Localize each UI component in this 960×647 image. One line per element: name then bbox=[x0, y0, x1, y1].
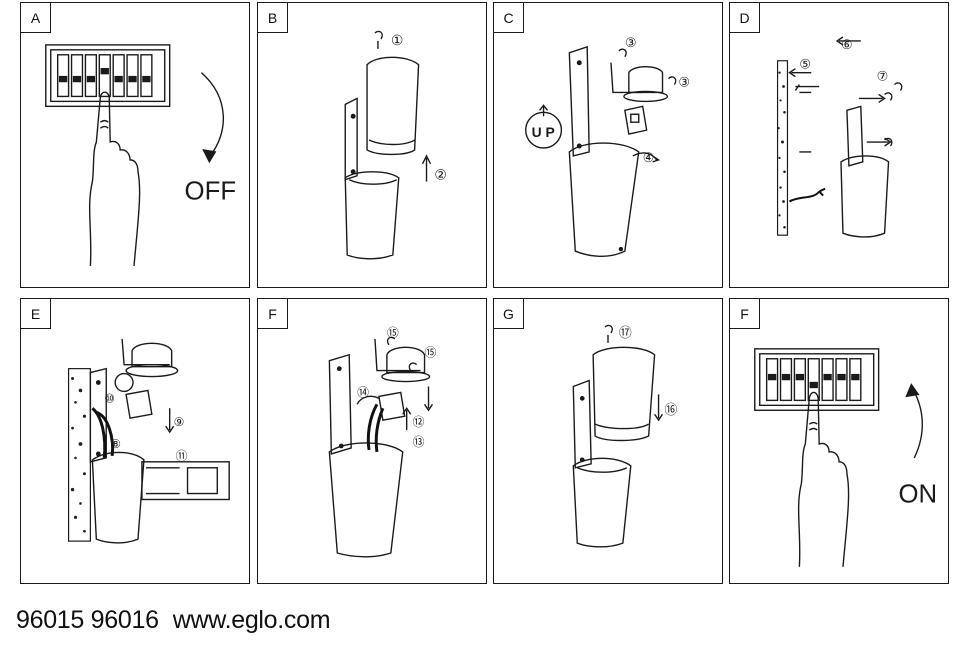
step-3b: ③ bbox=[678, 75, 690, 90]
website-link[interactable]: www.eglo.com bbox=[172, 606, 331, 634]
off-caption: OFF bbox=[185, 178, 237, 206]
led-module bbox=[131, 342, 173, 368]
bracket bbox=[344, 97, 358, 181]
rotate-arrow-icon bbox=[911, 388, 923, 459]
screw-icon bbox=[667, 76, 677, 85]
hand-icon bbox=[797, 391, 850, 567]
breaker-off-illustration: OFF bbox=[45, 44, 237, 267]
step-10: ⑩ bbox=[104, 391, 115, 405]
wire bbox=[366, 403, 385, 453]
panel-label: C bbox=[494, 3, 524, 33]
step-3a: ③ bbox=[625, 35, 637, 50]
wall bbox=[776, 60, 789, 236]
terminal-detail bbox=[141, 461, 230, 501]
rotate-arrow-icon bbox=[200, 72, 225, 158]
panel-g: G ⑰ ⑯ bbox=[493, 298, 723, 584]
lamp-body bbox=[568, 142, 640, 257]
panel-f-power-on: F ON bbox=[729, 298, 949, 584]
panel-label: F bbox=[730, 299, 760, 329]
step-5: ⑤ bbox=[799, 57, 811, 72]
step-12: ⑫ bbox=[413, 415, 425, 429]
step-6: ⑥ bbox=[841, 37, 853, 52]
assemble-module-illustration: ⑫ ⑬ ⑭ ⑮ ⑮ bbox=[328, 326, 437, 558]
panel-label: G bbox=[494, 299, 524, 329]
cover-top bbox=[366, 56, 420, 156]
bracket bbox=[568, 45, 590, 157]
mount-bracket-illustration: ⑥ ⑤ ⑦ bbox=[776, 36, 903, 238]
junction-box bbox=[378, 391, 406, 421]
panel-c: C U P ③ ③ ④ bbox=[493, 2, 723, 288]
hand-icon bbox=[88, 91, 141, 267]
breaker-switches bbox=[765, 358, 862, 402]
lamp-body bbox=[840, 155, 890, 238]
step-9: ⑨ bbox=[174, 415, 185, 429]
panel-label: A bbox=[21, 3, 51, 33]
step-11: ⑪ bbox=[176, 449, 188, 463]
model-numbers: 96015 96016 bbox=[16, 606, 159, 634]
breaker-on-illustration: ON bbox=[754, 348, 937, 567]
led-module bbox=[386, 346, 426, 374]
step-14: ⑭ bbox=[357, 385, 369, 399]
panel-e: E ⑧ ⑨ ⑩ ⑪ bbox=[20, 298, 250, 584]
cover-top bbox=[592, 346, 656, 442]
attach-cover-illustration: ⑰ ⑯ bbox=[572, 324, 678, 548]
wiring-illustration: ⑧ ⑨ ⑩ ⑪ bbox=[67, 338, 230, 544]
panel-label: B bbox=[258, 3, 288, 33]
lamp-body bbox=[328, 442, 404, 558]
panel-b: B ① ② bbox=[257, 2, 487, 288]
lamp-body bbox=[572, 457, 632, 548]
bracket bbox=[572, 379, 592, 469]
panel-d: D ⑥ ⑤ ⑦ bbox=[729, 2, 949, 288]
wire bbox=[788, 187, 826, 203]
footer: 96015 96016 www.eglo.com bbox=[16, 606, 344, 635]
junction-box bbox=[624, 105, 648, 135]
step-2: ② bbox=[434, 167, 446, 183]
lamp-body bbox=[91, 451, 145, 544]
panel-label: F bbox=[258, 299, 288, 329]
step-15a: ⑮ bbox=[387, 326, 399, 340]
up-text: U P bbox=[532, 124, 555, 140]
step-7: ⑦ bbox=[877, 69, 889, 84]
screw-icon bbox=[618, 48, 627, 58]
step-17: ⑰ bbox=[619, 325, 632, 340]
lamp-body bbox=[344, 171, 400, 260]
screw-icon bbox=[604, 324, 613, 343]
remove-cover-illustration: ① ② bbox=[344, 30, 447, 260]
step-15b: ⑮ bbox=[425, 346, 437, 360]
breaker-switches bbox=[56, 54, 153, 98]
panel-a: A OFF bbox=[20, 2, 250, 288]
step-8: ⑧ bbox=[110, 437, 121, 451]
screw-icon bbox=[374, 30, 383, 49]
panel-f-assemble: F ⑫ ⑬ ⑭ ⑮ ⑮ bbox=[257, 298, 487, 584]
panel-label: D bbox=[730, 3, 760, 33]
step-16: ⑯ bbox=[665, 402, 678, 417]
on-caption: ON bbox=[898, 480, 937, 508]
step-4: ④ bbox=[643, 150, 655, 165]
junction-box bbox=[125, 389, 153, 420]
step-1: ① bbox=[391, 32, 403, 48]
panel-label: E bbox=[21, 299, 51, 329]
step-13: ⑬ bbox=[413, 435, 425, 449]
wall bbox=[67, 368, 91, 542]
wire bbox=[91, 407, 115, 458]
remove-module-illustration: U P ③ ③ ④ bbox=[525, 35, 690, 257]
led-module bbox=[628, 65, 664, 94]
